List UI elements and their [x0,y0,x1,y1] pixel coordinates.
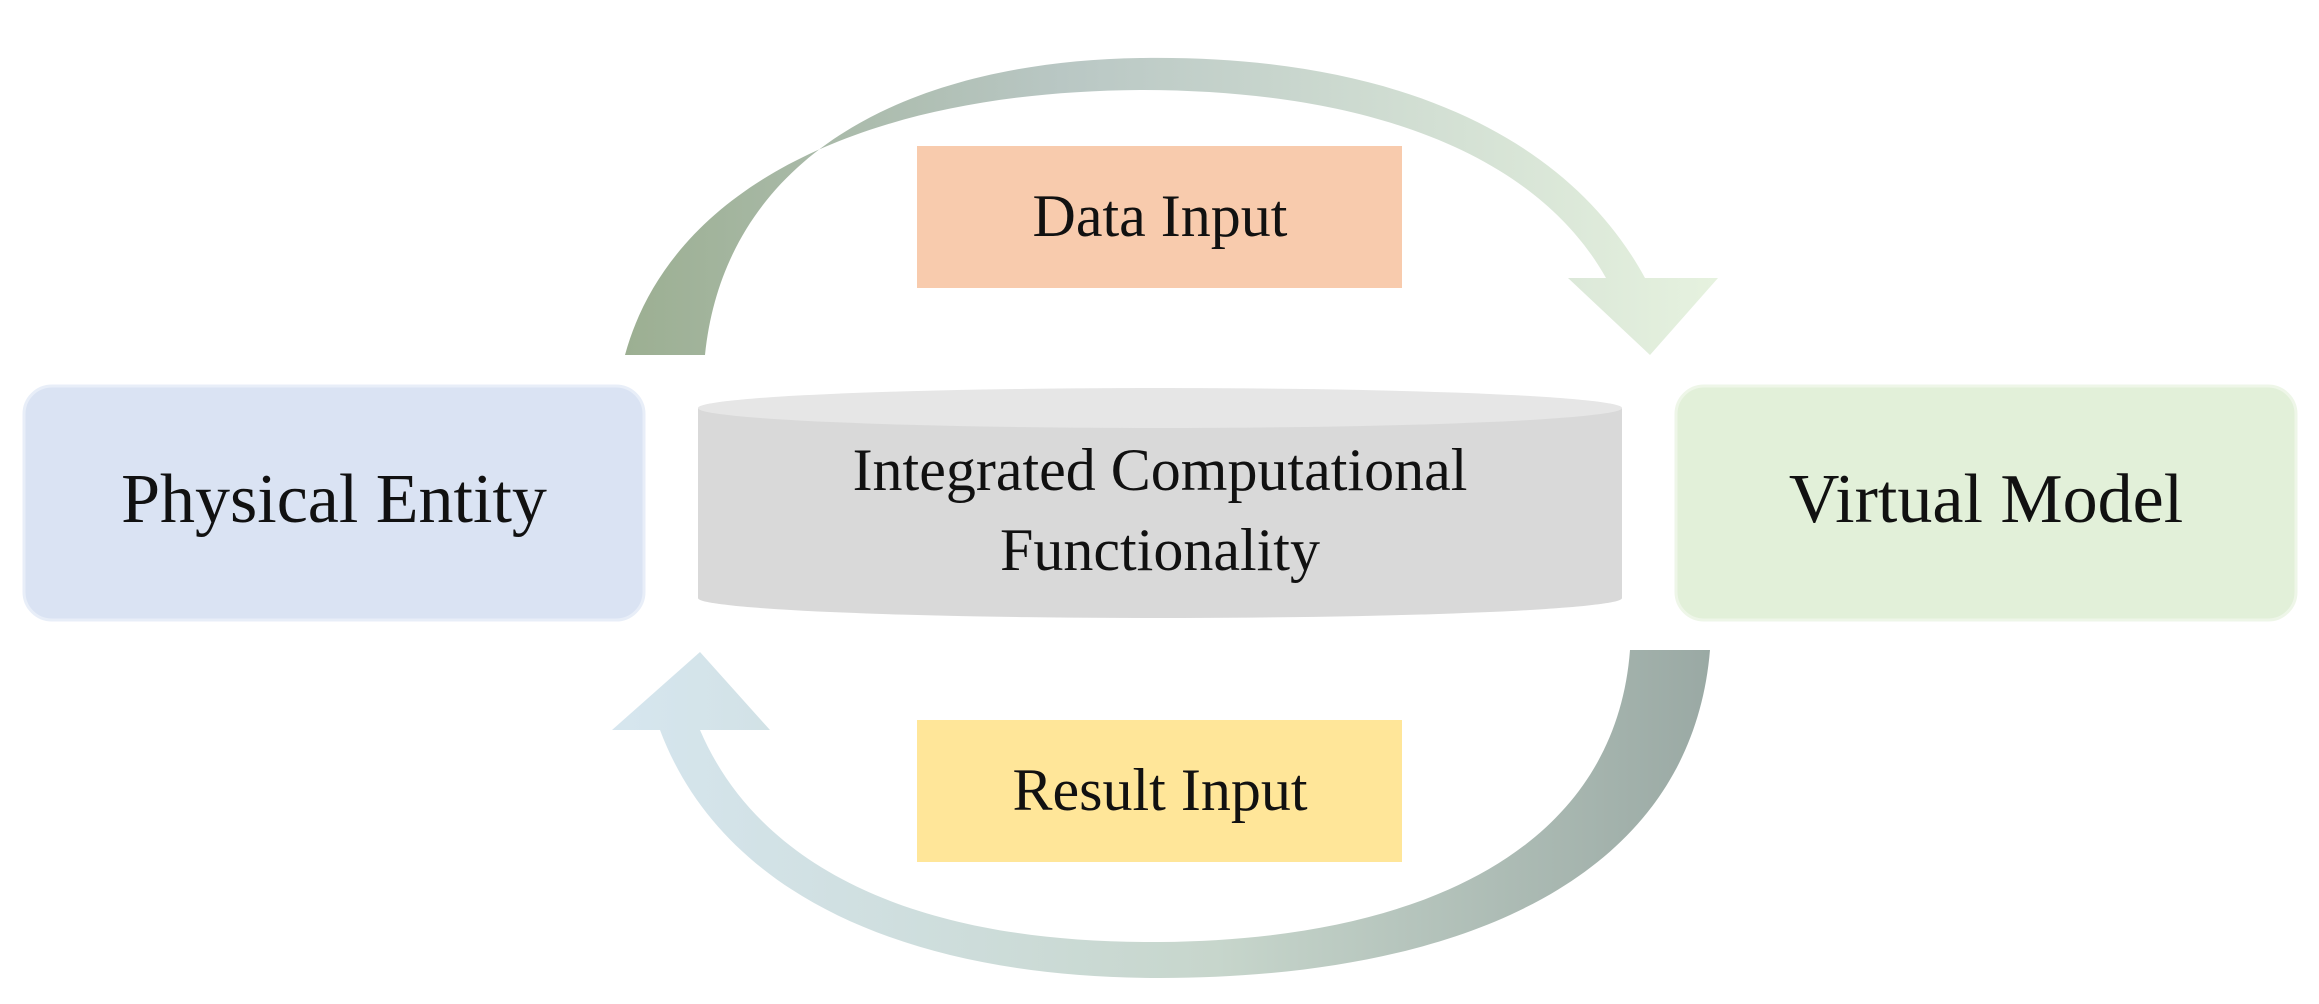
core-label-line1: Integrated Computational [853,437,1468,503]
core-cylinder: Integrated Computational Functionality [698,388,1622,618]
cylinder-body [698,408,1622,618]
virtual-model-label: Virtual Model [1789,461,2183,538]
top-arrow-band [625,57,1718,356]
cylinder-top [698,388,1622,428]
data-input-box: Data Input [917,146,1402,288]
result-input-label: Result Input [1013,757,1308,823]
bottom-curved-arrow [612,650,1710,978]
top-curved-arrow [625,57,1718,356]
core-label-line2: Functionality [1000,517,1320,583]
physical-entity-box: Physical Entity [22,384,646,622]
virtual-model-box: Virtual Model [1674,384,2298,622]
result-input-box: Result Input [917,720,1402,862]
bottom-arrow-band [612,650,1710,978]
data-input-label: Data Input [1033,183,1288,249]
physical-entity-label: Physical Entity [121,461,547,538]
